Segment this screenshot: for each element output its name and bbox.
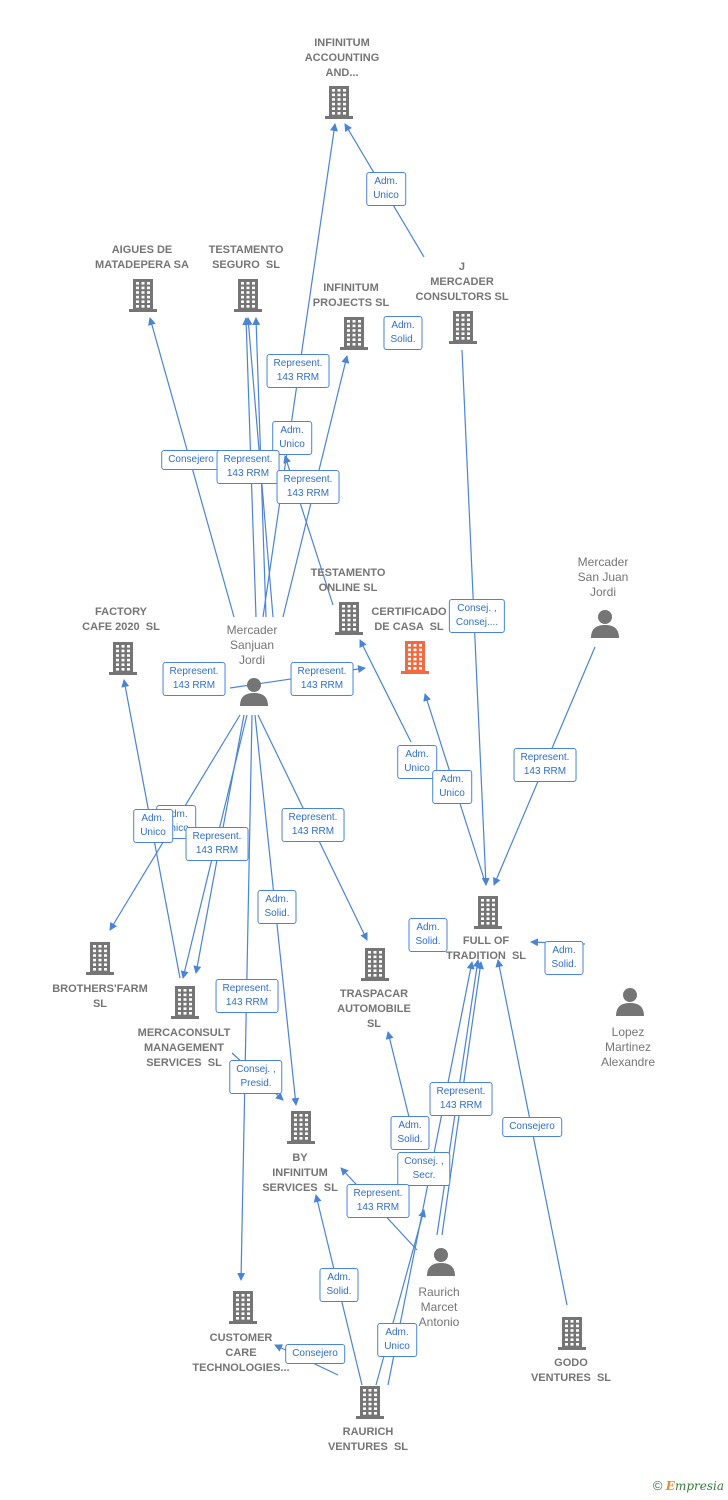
building-icon	[354, 1385, 386, 1424]
node-label: INFINITUM ACCOUNTING AND...	[304, 37, 380, 79]
node-label: Lopez Martinez Alexandre	[600, 1025, 656, 1069]
edge-label-24[interactable]: Adm. Solid.	[390, 1116, 430, 1150]
node-label: GODO VENTURES SL	[530, 1357, 612, 1384]
node-label: RAURICH VENTURES SL	[327, 1426, 409, 1453]
edge-label-10[interactable]: Represent. 143 RRM	[290, 662, 354, 696]
edge-label-18[interactable]: Represent. 143 RRM	[281, 808, 345, 842]
edge-label-26[interactable]: Consej. , Secr.	[397, 1152, 451, 1186]
edge-label-7[interactable]: Represent. 143 RRM	[276, 470, 340, 504]
building-icon	[472, 895, 504, 934]
node-label: TRASPACAR AUTOMOBILE SL	[337, 988, 411, 1030]
edge-label-2[interactable]: Adm. Solid.	[383, 316, 423, 350]
edge-label-17[interactable]: Represent. 143 RRM	[185, 827, 249, 861]
node-label: Raurich Marcet Antonio	[418, 1285, 460, 1329]
edge-label-14[interactable]: Adm. Solid.	[408, 918, 448, 952]
building-icon	[227, 1290, 259, 1329]
edge-line-23	[385, 1031, 410, 1118]
building-icon	[232, 278, 264, 317]
person-icon	[615, 987, 645, 1022]
building-icon	[107, 641, 139, 680]
node-label: Mercader Sanjuan Jordi	[226, 623, 278, 667]
building-icon	[333, 601, 365, 640]
building-icon	[169, 985, 201, 1024]
edge-label-3[interactable]: Represent. 143 RRM	[266, 354, 330, 388]
node-label: MERCACONSULT MANAGEMENT SERVICES SL	[137, 1027, 231, 1069]
building-icon	[323, 85, 355, 124]
node-label: TESTAMENTO SEGURO SL	[208, 244, 284, 271]
edge-line-29	[375, 1209, 427, 1386]
node-label: CERTIFICADO DE CASA SL	[371, 606, 447, 633]
edge-label-23[interactable]: Represent. 143 RRM	[429, 1082, 493, 1116]
edge-label-4[interactable]: Adm. Unico	[272, 421, 312, 455]
edge-label-19[interactable]: Adm. Solid.	[257, 890, 297, 924]
edge-label-30[interactable]: Consejero	[285, 1344, 345, 1364]
building-icon	[285, 1110, 317, 1149]
edge-label-22[interactable]: Adm. Solid.	[544, 941, 584, 975]
node-label: J MERCADER CONSULTORS SL	[415, 261, 509, 303]
building-icon	[84, 941, 116, 980]
node-label: Mercader San Juan Jordi	[577, 555, 629, 599]
node-label: FACTORY CAFE 2020 SL	[82, 606, 160, 633]
node-label: TESTAMENTO ONLINE SL	[310, 567, 386, 594]
edge-label-25[interactable]: Consejero	[502, 1117, 562, 1137]
person-icon	[426, 1247, 456, 1282]
edge-label-6[interactable]: Represent. 143 RRM	[216, 450, 280, 484]
edge-label-11[interactable]: Adm. Unico	[397, 745, 437, 779]
node-label: BROTHERS'FARM SL	[52, 983, 148, 1010]
footer-brand[interactable]: © Empresia	[653, 1478, 724, 1493]
edge-line-12	[359, 639, 412, 743]
edge-label-13[interactable]: Represent. 143 RRM	[513, 748, 577, 782]
node-label: FULL OF TRADITION SL	[445, 935, 527, 962]
node-label: INFINITUM PROJECTS SL	[312, 282, 390, 309]
building-icon	[399, 640, 431, 679]
edge-label-9[interactable]: Represent. 143 RRM	[162, 662, 226, 696]
edge-label-5[interactable]: Consejero	[161, 450, 221, 470]
building-icon	[556, 1316, 588, 1355]
building-icon	[127, 278, 159, 317]
copyright-icon: ©	[652, 1478, 663, 1493]
edge-label-28[interactable]: Adm. Solid.	[319, 1268, 359, 1302]
edge-label-27[interactable]: Represent. 143 RRM	[346, 1184, 410, 1218]
building-icon	[338, 316, 370, 355]
person-icon	[239, 677, 269, 712]
edge-label-21[interactable]: Consej. , Presid.	[229, 1060, 283, 1094]
node-label: BY INFINITUM SERVICES SL	[262, 1152, 338, 1194]
building-icon	[447, 310, 479, 349]
node-label: AIGUES DE MATADEPERA SA	[95, 244, 189, 271]
person-icon	[590, 609, 620, 644]
edge-label-29[interactable]: Adm. Unico	[377, 1323, 417, 1357]
edge-label-12[interactable]: Adm. Unico	[432, 770, 472, 804]
edge-label-16[interactable]: Adm. Unico	[133, 809, 173, 843]
edge-label-20[interactable]: Represent. 143 RRM	[215, 979, 279, 1013]
edge-label-1[interactable]: Adm. Unico	[366, 172, 406, 206]
brand-logo: Empresia	[665, 1479, 724, 1493]
node-label: CUSTOMER CARE TECHNOLOGIES...	[192, 1332, 290, 1374]
edge-label-8[interactable]: Consej. , Consej....	[448, 599, 506, 633]
building-icon	[359, 947, 391, 986]
